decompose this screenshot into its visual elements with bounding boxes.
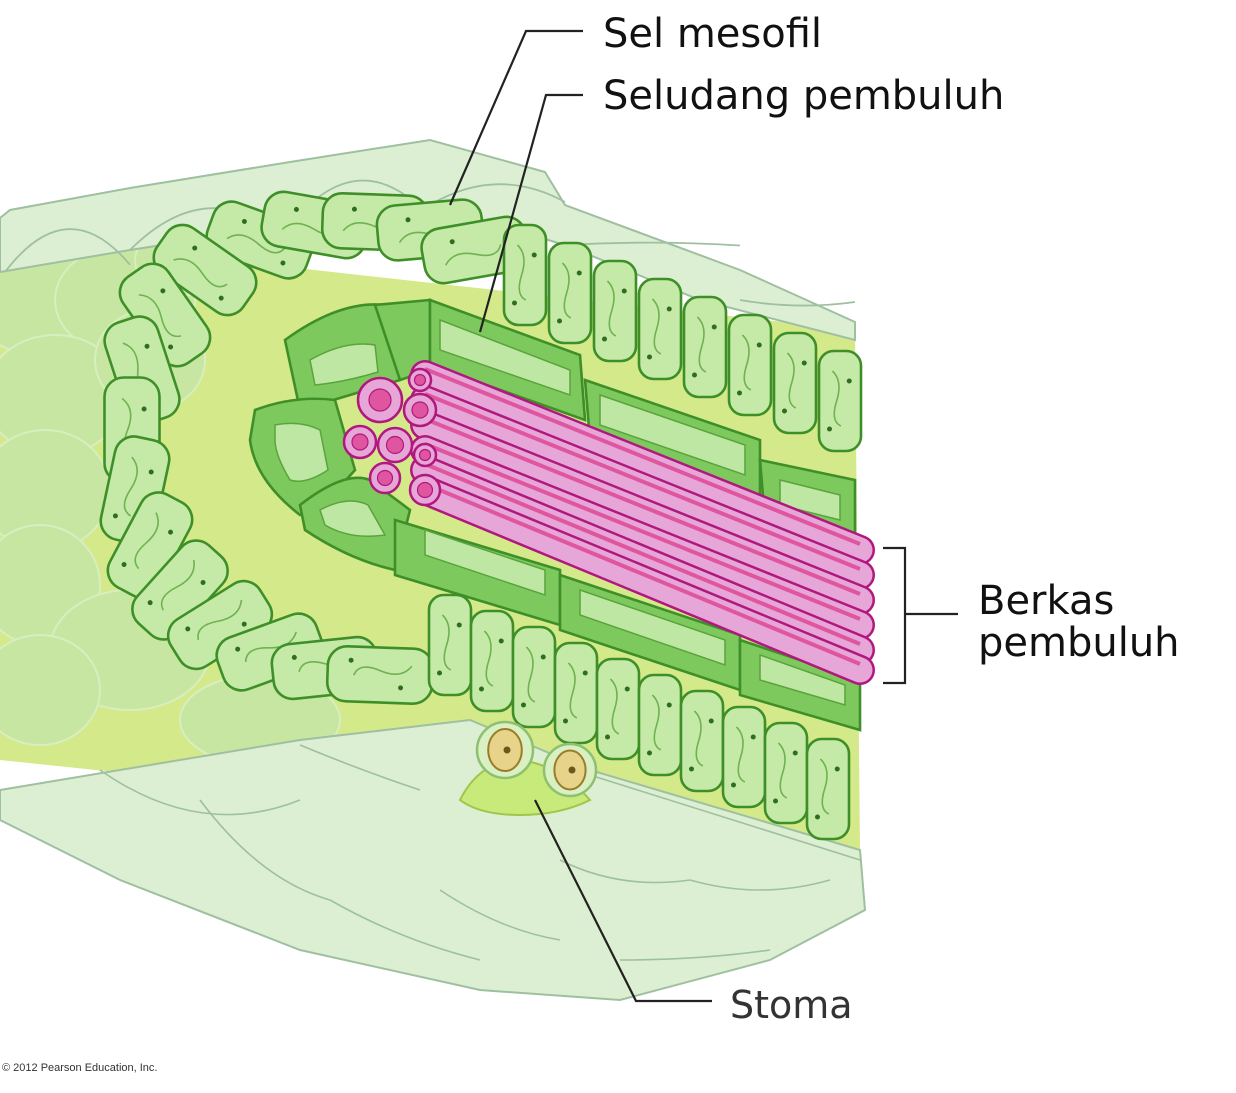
lower-epidermis-cell-wall — [689, 879, 831, 891]
lower-epidermis-cell-wall — [619, 949, 771, 961]
mesophyll-cell — [727, 313, 773, 417]
label-mesophyll-cell: Sel mesofil — [603, 11, 823, 57]
upper-epidermis-cell — [739, 299, 856, 307]
xylem-tube — [410, 385, 875, 590]
upper-epidermis-cell — [429, 183, 566, 206]
xylem-tube — [410, 455, 875, 665]
mesophyll-cells — [99, 190, 863, 841]
mesophyll-cell — [679, 689, 725, 793]
xylem-cross-section — [407, 367, 433, 393]
leader-lines — [448, 29, 958, 1003]
mesophyll-cell — [553, 641, 599, 745]
mesophyll-cell — [805, 737, 851, 841]
mesophyll-cell — [637, 277, 683, 381]
label-vascular-bundle: Berkas pembuluh — [978, 580, 1180, 664]
spongy-mesophyll-cell — [0, 634, 101, 746]
bundle-sheath-cell — [558, 573, 742, 692]
mesophyll-cell — [592, 259, 638, 363]
mesophyll-cell — [152, 223, 258, 317]
lower-epidermis-cell-wall — [199, 799, 331, 901]
mesophyll-cell — [817, 349, 863, 453]
guard-cell — [475, 720, 535, 780]
lower-epidermis-band — [0, 718, 867, 1002]
lower-epidermis-cell-wall — [329, 899, 481, 961]
mesophyll-cell — [637, 673, 683, 777]
mesophyll-cell — [595, 657, 641, 761]
xylem-cross-section — [408, 473, 442, 507]
xylem-cross-section — [368, 461, 402, 495]
lower-epidermis — [0, 718, 867, 1002]
xylem-cross-section — [402, 392, 438, 428]
mesophyll-cell — [682, 295, 728, 399]
bundle-sheath-cell — [428, 298, 587, 422]
label-vascular-bundle-line1: Berkas — [978, 578, 1115, 624]
leader-line-bundle-sheath — [478, 93, 583, 333]
label-bundle-sheath: Seludang pembuluh — [603, 73, 1005, 119]
label-vascular-bundle-line2: pembuluh — [978, 620, 1180, 666]
vascular-bundle-tubes — [342, 360, 875, 685]
lower-epidermis-cell-wall — [299, 744, 421, 791]
label-stoma: Stoma — [730, 983, 853, 1027]
xylem-cross-section — [412, 442, 438, 468]
xylem-cross-section — [342, 424, 378, 460]
mesophyll-cell — [763, 721, 809, 825]
lower-epidermis-cell-wall — [589, 774, 861, 861]
mesophyll-cell — [325, 645, 435, 705]
bundle-sheath-cell — [298, 476, 412, 572]
lower-epidermis-cell-wall — [559, 859, 691, 884]
xylem-cross-section — [356, 376, 404, 424]
mesophyll-cell — [511, 625, 557, 729]
xylem-cross-section — [376, 426, 414, 464]
xylem-tube — [410, 435, 875, 640]
upper-epidermis-cell — [564, 241, 741, 247]
mesophyll-cell — [721, 705, 767, 809]
xylem-tube — [410, 475, 875, 685]
stoma-structure — [458, 720, 598, 817]
xylem-tube — [410, 410, 875, 615]
copyright-notice: © 2012 Pearson Education, Inc. — [2, 1062, 158, 1074]
mesophyll-cell — [547, 241, 593, 345]
mesophyll-cell — [469, 609, 515, 713]
lower-epidermis-cell-wall — [439, 889, 561, 941]
vascular-bundle-bracket — [883, 546, 907, 685]
leader-line-stoma — [534, 799, 712, 1003]
mesophyll-cell — [502, 223, 548, 327]
leader-line-mesophyll — [448, 29, 583, 206]
xylem-tube — [410, 360, 875, 565]
upper-epidermis-cell — [4, 228, 131, 273]
guard-cell — [542, 742, 598, 798]
mesophyll-cell — [772, 331, 818, 435]
mesophyll-cell — [427, 593, 473, 697]
lower-epidermis-cell-wall — [99, 769, 301, 816]
